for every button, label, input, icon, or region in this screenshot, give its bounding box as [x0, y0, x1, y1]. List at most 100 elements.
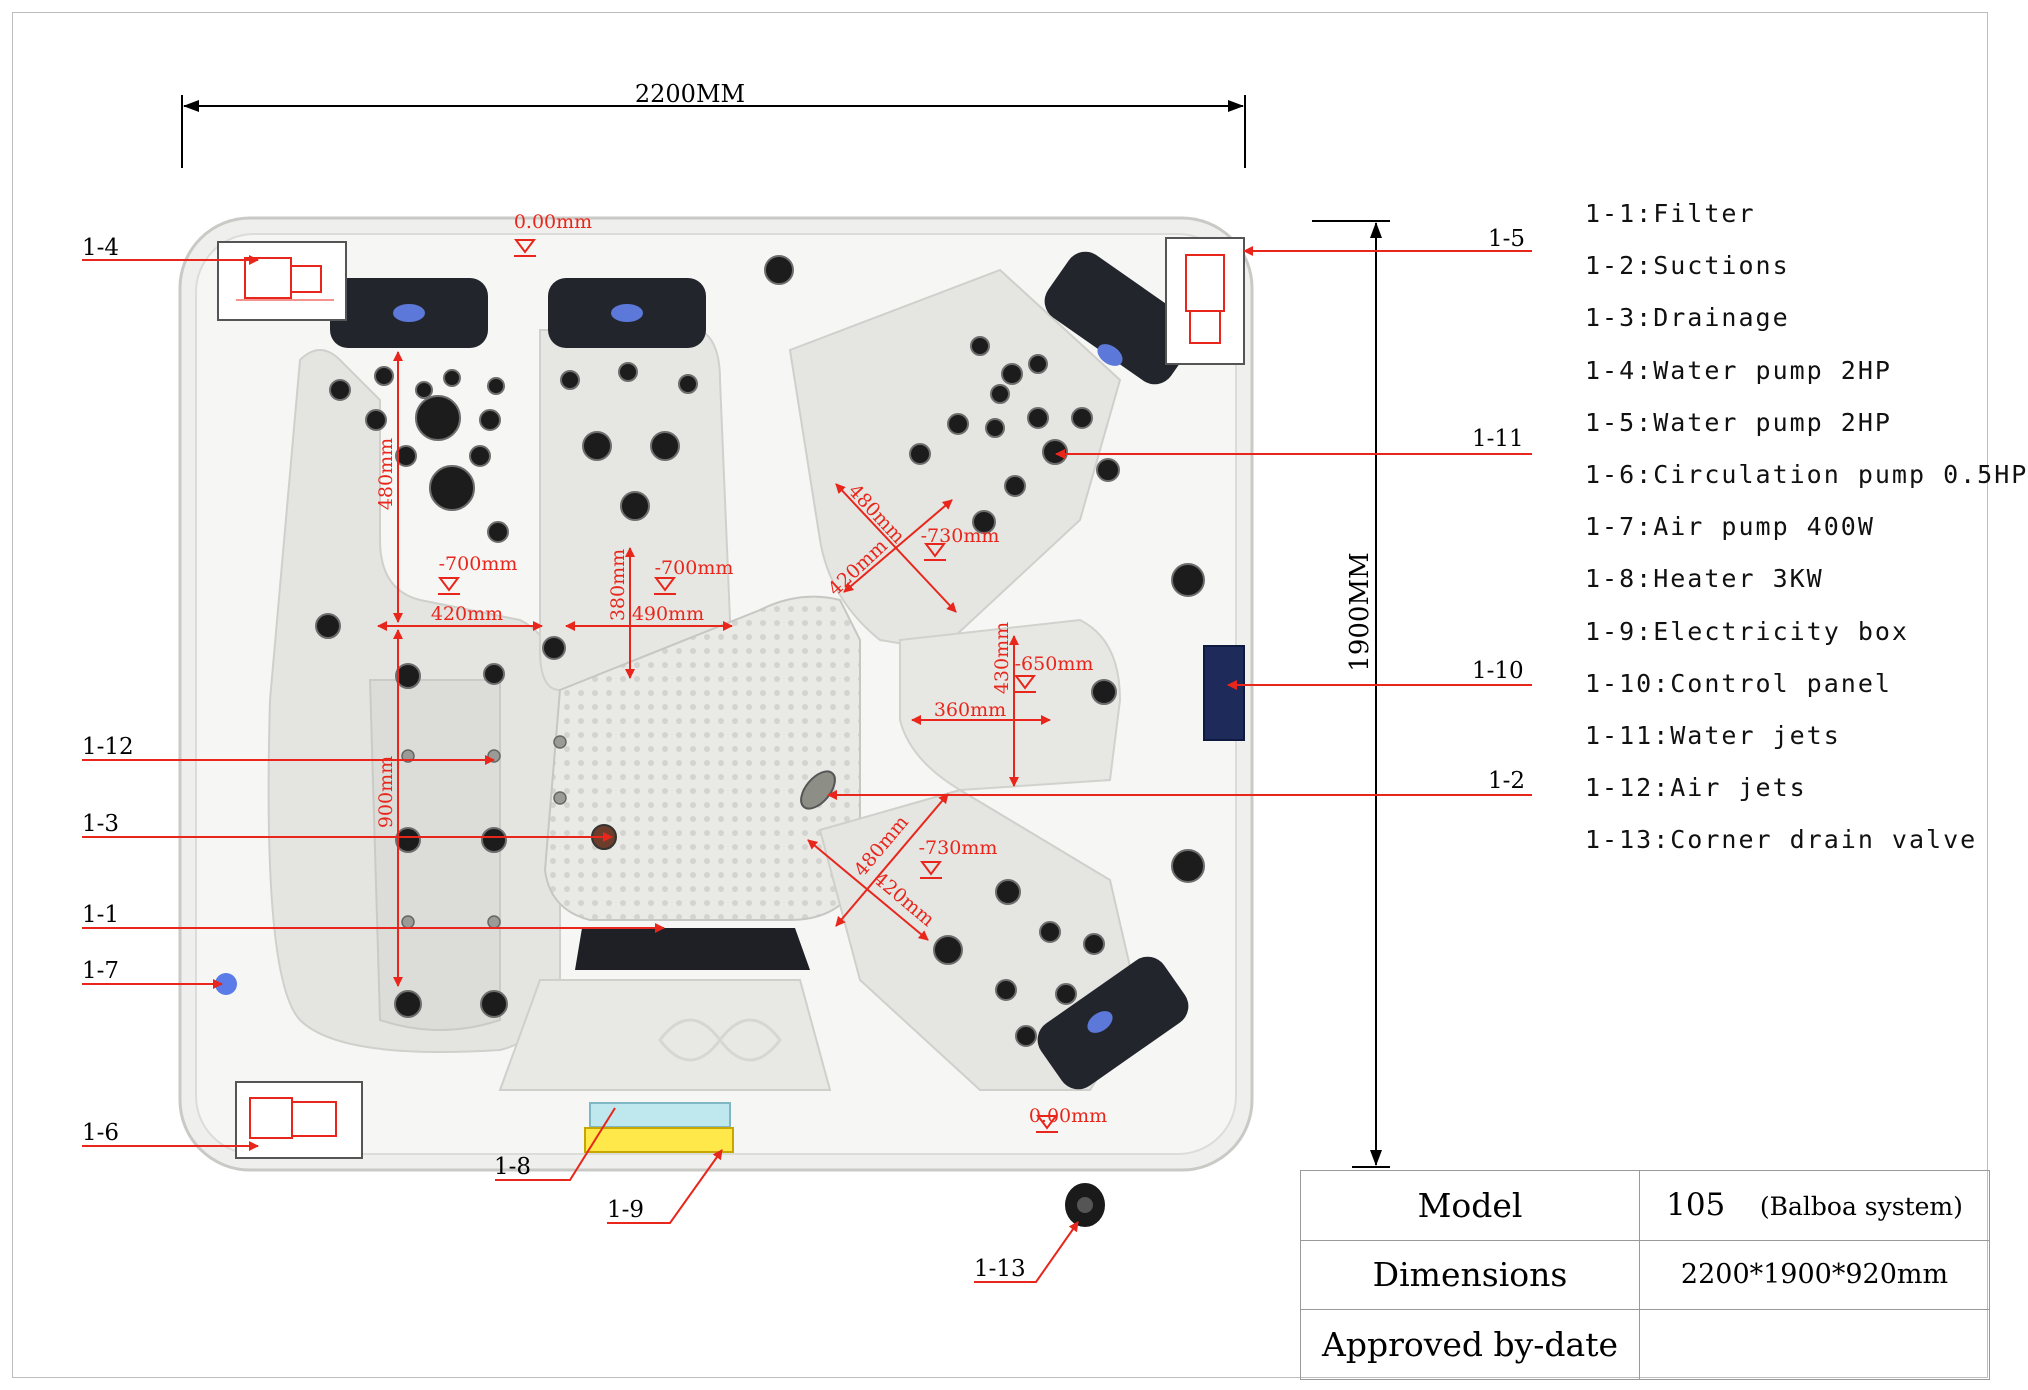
model-value-cell: 105 (Balboa system) — [1639, 1170, 1990, 1241]
legend-item-suctions: 1-2:Suctions — [1585, 251, 1790, 281]
water-jet — [1042, 439, 1068, 465]
depth-center-seat: -700mm — [655, 557, 734, 579]
depth-lower-right: -730mm — [919, 837, 998, 859]
water-jet — [1004, 475, 1026, 497]
water-jet — [650, 431, 680, 461]
legend-item-corner-drain-valve: 1-13:Corner drain valve — [1585, 825, 1978, 855]
depth-bottom: 0.00mm — [1029, 1105, 1107, 1127]
spec-row-model: Model 105 (Balboa system) — [1300, 1170, 1990, 1241]
callout-1-12: 1-12 — [82, 734, 134, 760]
water-jet — [620, 491, 650, 521]
water-jet — [394, 990, 422, 1018]
water-jet — [329, 379, 351, 401]
model-system: (Balboa system) — [1759, 1192, 1963, 1222]
water-jet — [1071, 407, 1093, 429]
legend-item-control-panel: 1-10:Control panel — [1585, 668, 1892, 698]
water-jet — [995, 879, 1021, 905]
legend-item-air-jets: 1-12:Air jets — [1585, 773, 1807, 803]
water-jet — [947, 413, 969, 435]
measure-right-horizontal: 360mm — [934, 699, 1006, 721]
spec-row-dimensions: Dimensions 2200*1900*920mm — [1300, 1239, 1990, 1311]
depth-right: -650mm — [1015, 653, 1094, 675]
water-jet — [909, 443, 931, 465]
depth-top: 0.00mm — [514, 211, 592, 233]
legend-item-water-pump-2: 1-5:Water pump 2HP — [1585, 407, 1892, 437]
depth-left-seat: -700mm — [439, 553, 518, 575]
water-jet — [487, 521, 509, 543]
air-jet — [553, 735, 567, 749]
water-jet — [415, 381, 433, 399]
measure-center-horizontal: 490mm — [632, 603, 704, 625]
callout-labels: 1-4 1-5 1-11 1-10 1-2 1-12 1-3 1-1 1-7 1… — [82, 226, 1525, 1282]
callout-1-13: 1-13 — [974, 1256, 1026, 1282]
measure-left-vertical-bottom: 900mm — [375, 756, 397, 828]
legend-item-electricity-box: 1-9:Electricity box — [1585, 616, 1909, 646]
water-jet — [1027, 407, 1049, 429]
callout-1-1: 1-1 — [82, 902, 119, 928]
legend-item-water-pump-1: 1-4:Water pump 2HP — [1585, 355, 1892, 385]
water-jet — [618, 362, 638, 382]
water-jet — [933, 935, 963, 965]
depth-markers — [438, 239, 1058, 1133]
measure-center-vertical: 380mm — [607, 549, 629, 621]
water-jet — [764, 255, 794, 285]
callout-1-11: 1-11 — [1472, 426, 1524, 452]
water-jet — [1091, 679, 1117, 705]
callout-1-4: 1-4 — [82, 235, 119, 261]
water-jet — [995, 979, 1017, 1001]
water-jet — [487, 377, 505, 395]
callout-1-6: 1-6 — [82, 1120, 119, 1146]
measure-left-vertical-top: 480mm — [375, 438, 397, 510]
width-dimension: 2200MM — [181, 80, 1246, 168]
legend-item-water-jets: 1-11:Water jets — [1585, 720, 1841, 750]
water-jet — [972, 510, 996, 534]
spec-table: Model 105 (Balboa system) Dimensions 220… — [1300, 1170, 1990, 1380]
depth-upper-right: -730mm — [921, 525, 1000, 547]
component-legend: 1-1:Filter 1-2:Suctions 1-3:Drainage 1-4… — [1585, 188, 2028, 866]
callout-1-3: 1-3 — [82, 811, 119, 837]
pillow — [1044, 251, 1196, 385]
spec-row-approved: Approved by-date — [1300, 1309, 1990, 1380]
water-jet — [395, 827, 421, 853]
water-jet — [990, 384, 1010, 404]
callout-1-7: 1-7 — [82, 958, 119, 984]
water-jet — [1039, 921, 1061, 943]
water-jet — [1171, 849, 1205, 883]
callout-1-8: 1-8 — [494, 1154, 531, 1180]
callout-1-5: 1-5 — [1488, 226, 1525, 252]
water-jet — [395, 663, 421, 689]
water-jet — [365, 409, 387, 431]
water-jet — [374, 366, 394, 386]
water-jet — [469, 445, 491, 467]
water-jet — [415, 395, 461, 441]
water-jet — [483, 663, 505, 685]
measure-left-horizontal: 420mm — [431, 603, 503, 625]
model-label: Model — [1300, 1170, 1640, 1241]
air-jet — [487, 915, 501, 929]
legend-item-drainage: 1-3:Drainage — [1585, 303, 1790, 333]
water-jet — [443, 369, 461, 387]
measure-right-vertical: 430mm — [991, 622, 1013, 694]
water-jet — [315, 613, 341, 639]
pillow — [1037, 956, 1189, 1090]
water-jet — [1028, 354, 1048, 374]
pump-schematics — [217, 237, 1245, 1159]
air-pump — [215, 973, 237, 995]
equipment — [215, 645, 1245, 1227]
water-jet — [1001, 363, 1023, 385]
model-value: 105 — [1666, 1187, 1726, 1224]
width-label: 2200MM — [635, 80, 745, 108]
callout-1-10: 1-10 — [1472, 658, 1524, 684]
air-jet — [401, 915, 415, 929]
control-panel — [1203, 645, 1245, 741]
water-pump-1-schematic — [217, 241, 347, 321]
dimensions-label: Dimensions — [1300, 1239, 1640, 1311]
water-jet — [480, 990, 508, 1018]
legend-item-circulation-pump: 1-6:Circulation pump 0.5HP — [1585, 459, 2028, 489]
water-jet — [560, 370, 580, 390]
approved-label: Approved by-date — [1300, 1309, 1640, 1380]
water-jet — [678, 374, 698, 394]
headrests — [330, 251, 1196, 1090]
approved-value — [1639, 1309, 1990, 1380]
